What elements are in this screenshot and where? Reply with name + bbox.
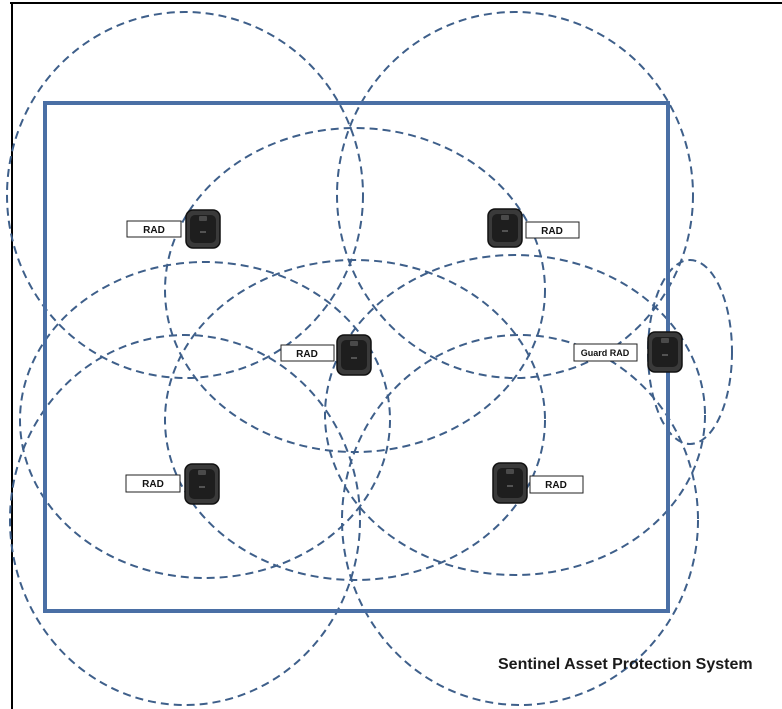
device-label: RAD: [545, 480, 567, 491]
device-label-box: [125, 474, 181, 493]
sensor-device-icon: [185, 209, 221, 249]
device-label-box: [573, 343, 638, 362]
sensor-device-icon: [647, 331, 683, 373]
device-rad-top-right[interactable]: RAD: [487, 208, 580, 248]
coverage-zone-outer-top-right: [336, 11, 694, 379]
coverage-zone-inner-bottom: [164, 259, 546, 581]
sensor-device-icon: [336, 334, 372, 376]
sensor-device-icon: [487, 208, 523, 248]
device-label: Guard RAD: [581, 348, 630, 358]
coverage-zone-outer-bottom-left: [9, 334, 361, 706]
coverage-zone-inner-top: [164, 127, 546, 453]
coverage-zone-outer-top-left: [6, 11, 364, 379]
devices-layer: RAD RAD RAD: [125, 208, 683, 505]
device-label-box: [525, 221, 580, 239]
device-label: RAD: [142, 479, 164, 490]
device-rad-center[interactable]: RAD: [280, 334, 372, 376]
coverage-zones: [6, 11, 733, 706]
device-rad-bottom-left[interactable]: RAD: [125, 463, 220, 505]
coverage-zone-inner-left: [19, 261, 391, 579]
coverage-zone-guard: [647, 259, 733, 445]
device-rad-top-left[interactable]: RAD: [126, 209, 221, 249]
coverage-zone-outer-bottom-right: [341, 334, 699, 706]
device-guard-rad[interactable]: Guard RAD: [573, 331, 683, 373]
device-label-box: [126, 220, 182, 238]
device-label-box: [280, 344, 335, 362]
diagram-caption: Sentinel Asset Protection System: [498, 656, 753, 673]
sensor-device-icon: [184, 463, 220, 505]
sensor-device-icon: [492, 462, 528, 504]
device-label-box: [529, 475, 584, 494]
device-label: RAD: [296, 349, 318, 360]
device-label: RAD: [143, 225, 165, 236]
device-label: RAD: [541, 226, 563, 237]
coverage-zone-inner-right: [324, 254, 706, 576]
device-rad-bottom-right[interactable]: RAD: [492, 462, 584, 504]
